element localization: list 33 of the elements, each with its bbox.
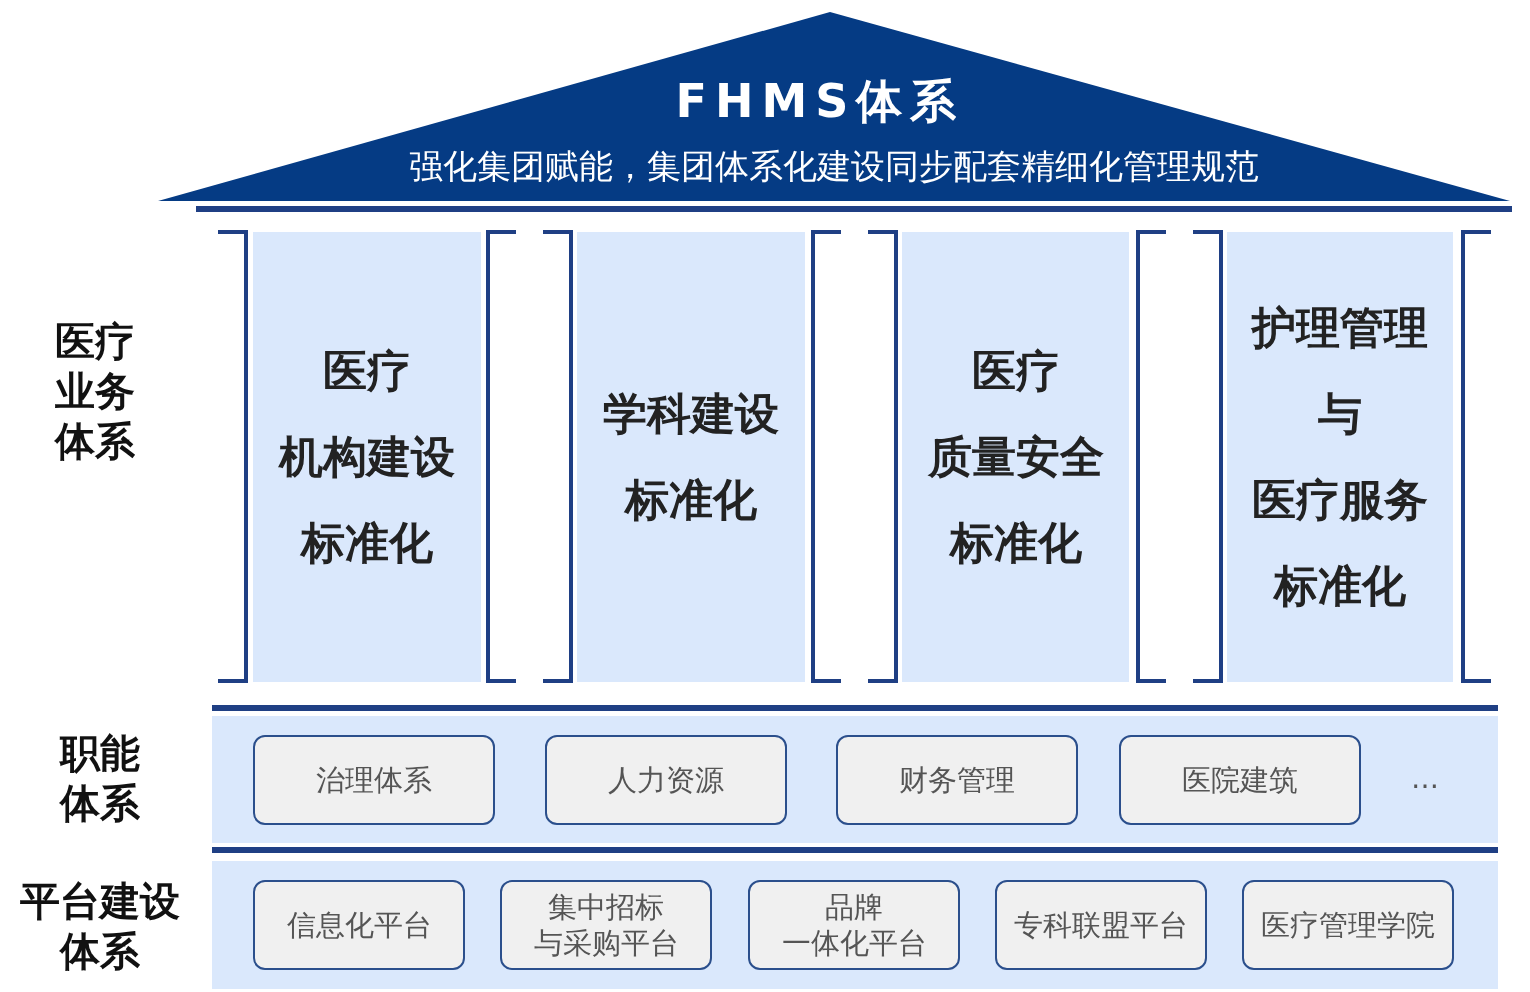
pillar-panel: [1227, 232, 1453, 682]
title-text: FHMS体系: [674, 74, 966, 130]
pillar-panel: [577, 232, 805, 682]
box-label: 学科建设标准化: [603, 387, 779, 527]
pillar-panel: [902, 232, 1129, 682]
box-label: 财务管理: [899, 762, 1015, 798]
rounded-box: [748, 880, 960, 970]
rounded-box: [253, 880, 465, 970]
row-heading: 医疗业务体系: [53, 317, 136, 466]
ellipsis-text: …: [1410, 762, 1440, 795]
subtitle-text: 强化集团赋能，集团体系化建设同步配套精细化管理规范: [408, 146, 1260, 187]
box-label: 护理管理与医疗服务标准化: [1252, 301, 1428, 613]
box-label: 人力资源: [608, 762, 724, 798]
box-label: 集中招标与采购平台: [533, 889, 679, 961]
box-label: 医疗管理学院: [1261, 907, 1435, 943]
rounded-box: [1242, 880, 1454, 970]
box-label: 医院建筑: [1182, 762, 1298, 798]
pillar-panel: [253, 232, 481, 682]
row-heading: 平台建设体系: [19, 877, 181, 976]
box-label: 医疗质量安全标准化: [927, 344, 1104, 570]
rounded-box: [836, 735, 1078, 825]
box-label: 信息化平台: [286, 907, 432, 943]
rounded-box: [253, 735, 495, 825]
box-label: 专科联盟平台: [1014, 907, 1188, 943]
rounded-box: [545, 735, 787, 825]
rounded-box: [1119, 735, 1361, 825]
box-label: 医疗机构建设标准化: [279, 344, 455, 570]
roof-shape: [158, 12, 1510, 202]
box-label: 品牌一体化平台: [781, 889, 927, 961]
row-heading: 职能体系: [58, 729, 141, 828]
rounded-box: [500, 880, 712, 970]
rounded-box: [995, 880, 1207, 970]
box-label: 治理体系: [316, 762, 432, 798]
